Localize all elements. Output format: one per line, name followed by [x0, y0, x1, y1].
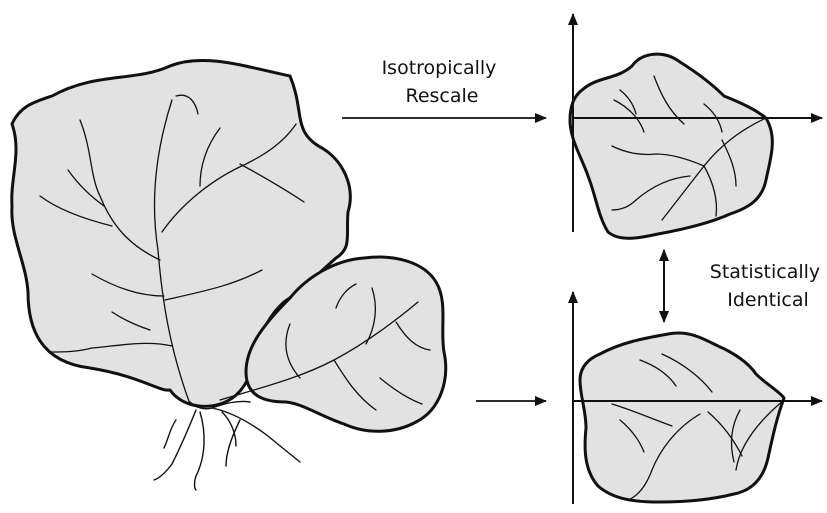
rescaled-leaf-top [570, 54, 772, 238]
identical-label: Statistically Identical [710, 261, 826, 311]
identical-label-line2: Identical [727, 289, 809, 311]
rescale-label: Isotropically Rescale [382, 57, 503, 107]
rescale-label-line2: Rescale [406, 85, 479, 107]
rescaled-leaf-bottom [580, 333, 784, 502]
rescale-label-line1: Isotropically [382, 57, 497, 79]
rescaled-leaf-bottom-outline [580, 333, 784, 502]
rescaled-leaf-top-outline [570, 54, 772, 238]
identical-label-line1: Statistically [710, 261, 820, 283]
stem-roots [154, 401, 300, 490]
